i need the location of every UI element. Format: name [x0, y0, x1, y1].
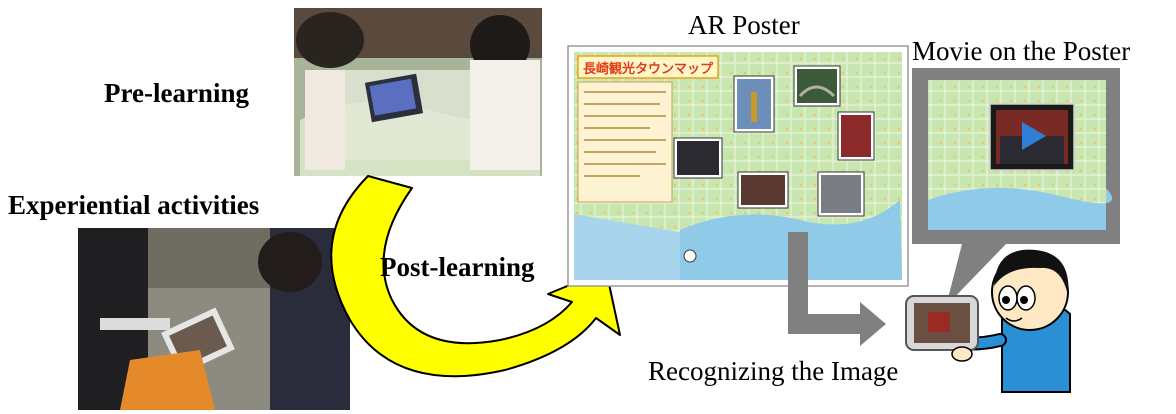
movie-speech-bubble: [912, 68, 1120, 306]
experiential-activities-photo: [78, 228, 350, 410]
cartoon-person-icon: [941, 249, 1071, 393]
recognizing-image-label: Recognizing the Image: [648, 356, 899, 386]
tablet-icon: [905, 295, 979, 362]
pre-learning-photo: [294, 8, 542, 176]
poster-title: 長崎観光タウンマップ: [583, 61, 714, 77]
play-icon: [1022, 122, 1046, 150]
movie-on-poster-label: Movie on the Poster: [912, 36, 1131, 66]
experiential-activities-label: Experiential activities: [8, 190, 260, 220]
ar-poster: 長崎観光タウンマップ: [567, 45, 909, 287]
recognition-flow-arrow: [788, 232, 886, 346]
learning-cycle-arrow: [330, 175, 621, 378]
ar-poster-label: AR Poster: [688, 10, 800, 40]
pre-learning-label: Pre-learning: [104, 78, 249, 108]
post-learning-label: Post-learning: [380, 252, 535, 282]
